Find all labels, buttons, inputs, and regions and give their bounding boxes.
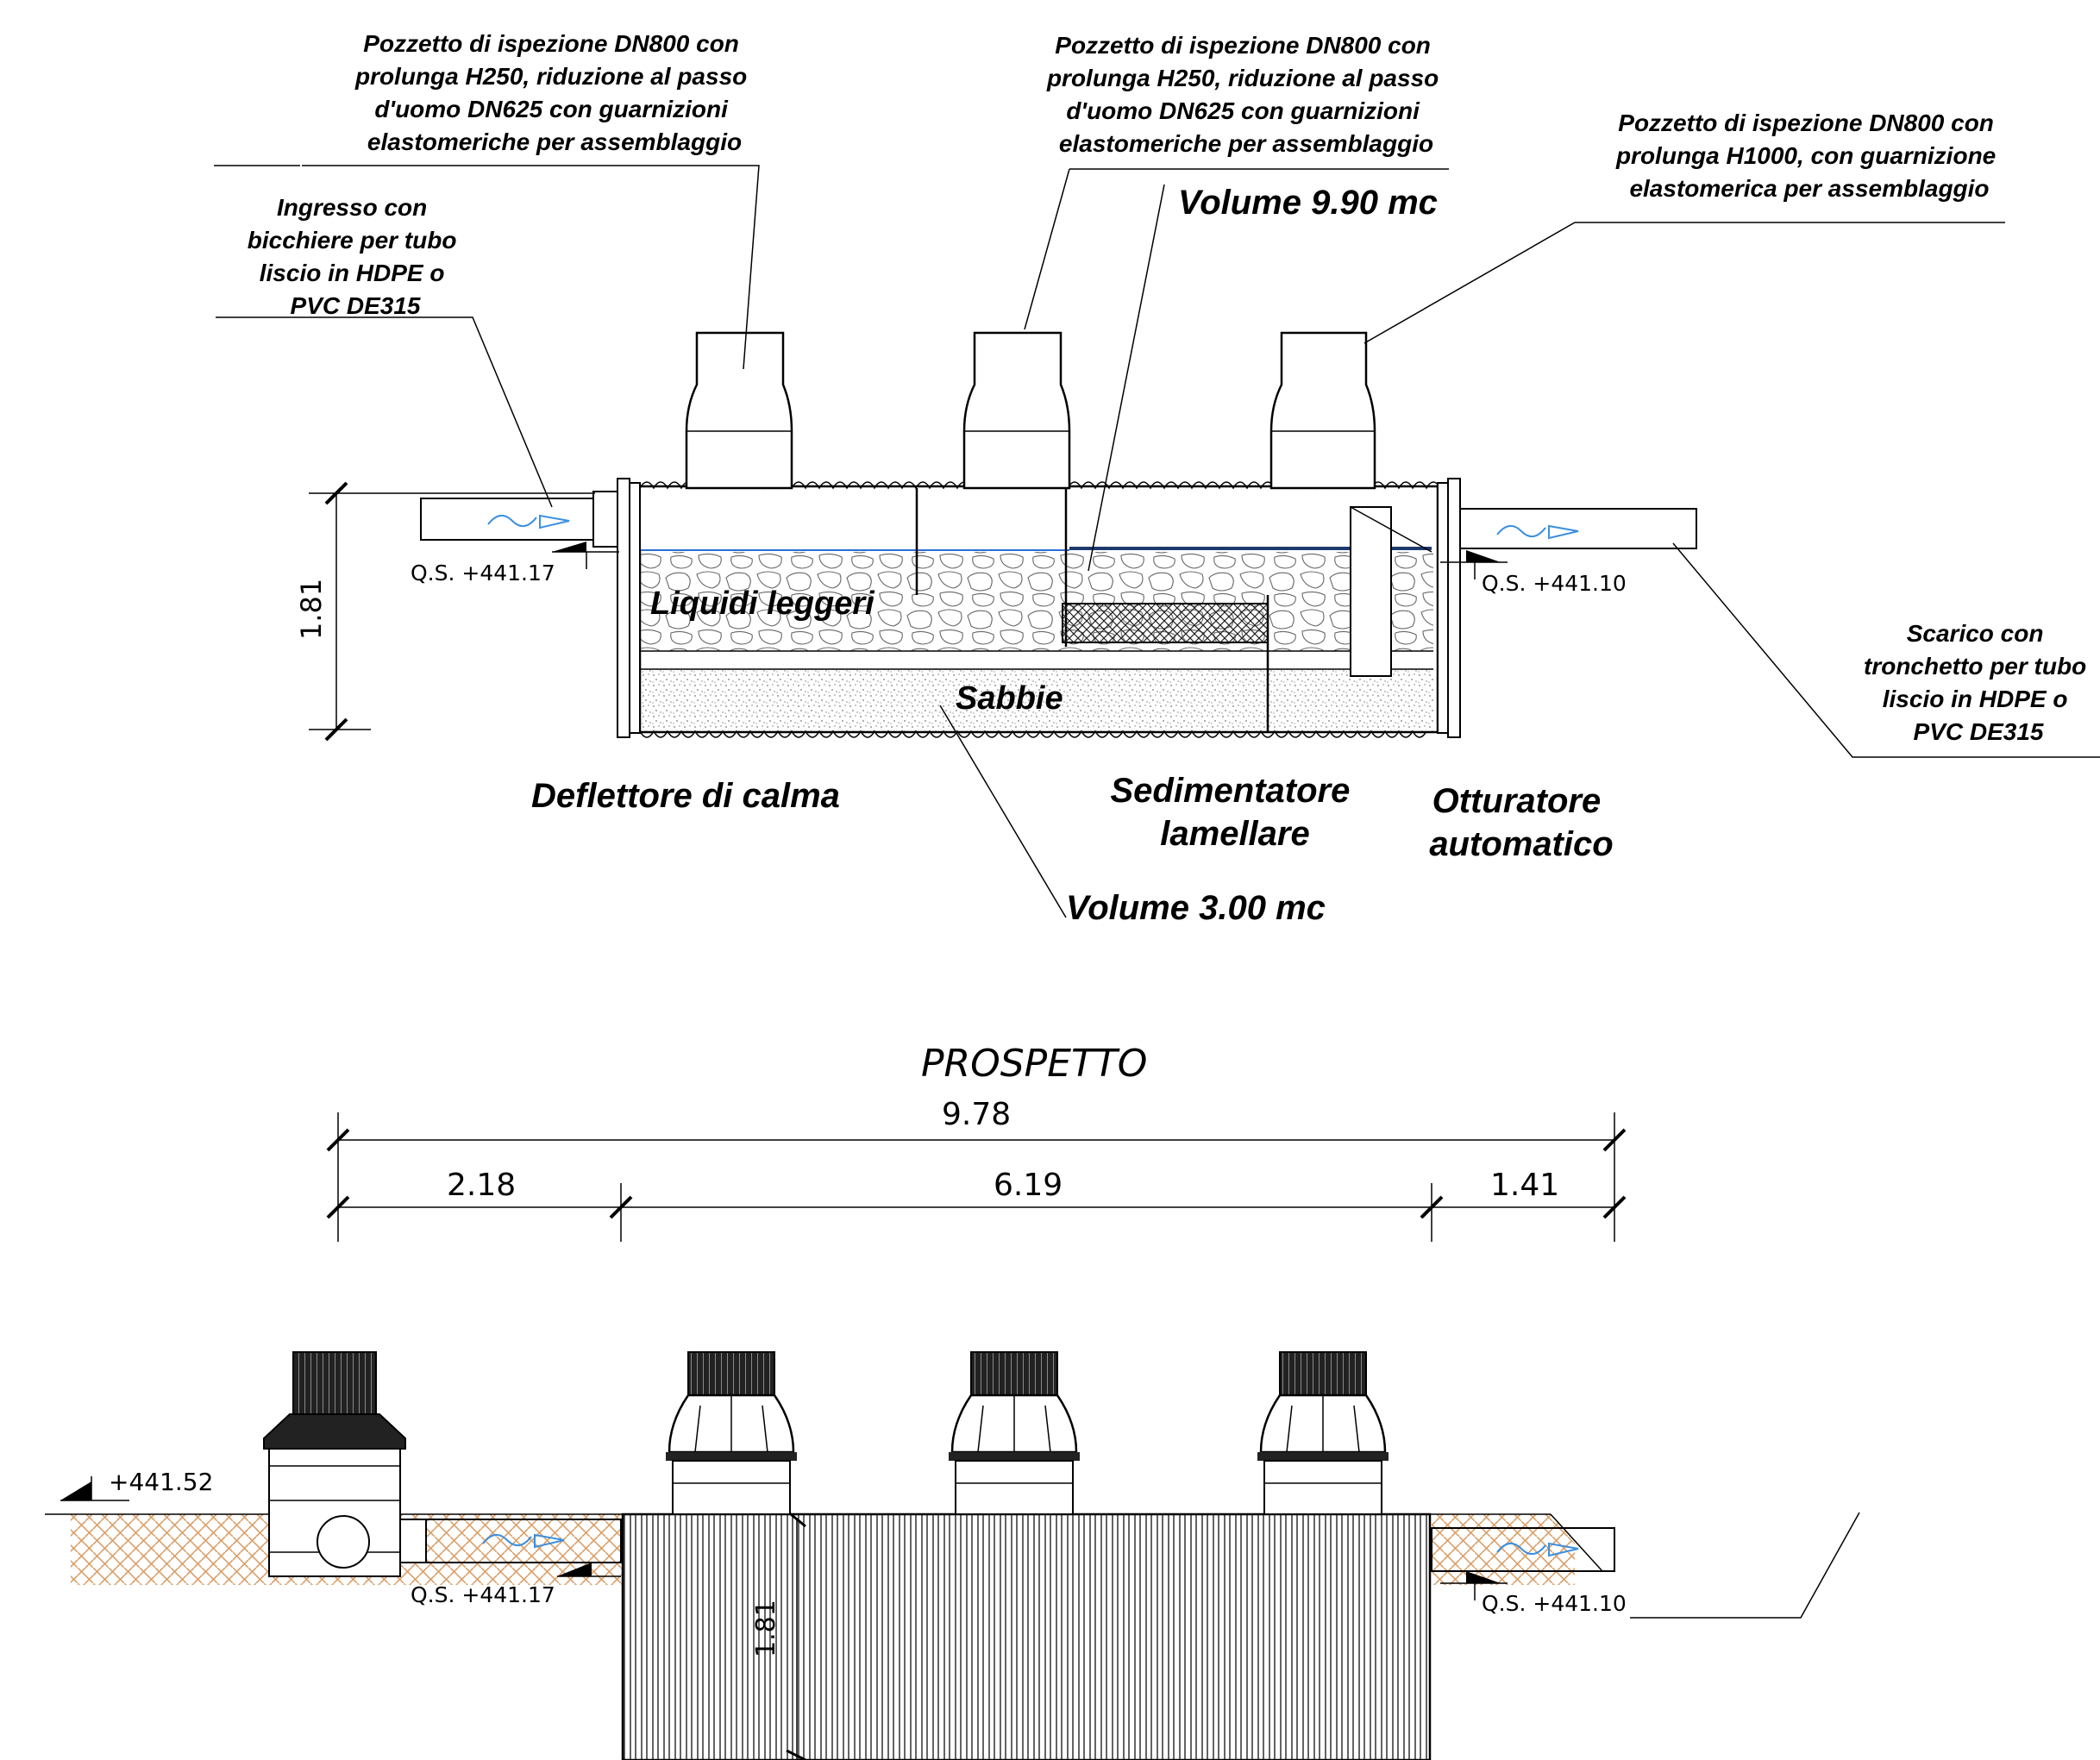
riser-3 [1269,331,1376,490]
tank-height-dimension: 1.81 [751,1600,781,1657]
tank-elevation [621,1509,1432,1760]
shutter-label: Otturatore automatico [1429,782,1613,863]
sediment-label: Sedimentatore lamellare [1111,772,1360,853]
riser-2 [962,331,1071,490]
flow-arrow-icon [482,1533,565,1549]
flow-arrow-icon [1496,524,1579,540]
riser-elevation-1 [666,1351,797,1515]
tank-section [617,478,1461,738]
qs-outlet-elevation-label: Q.S. +441.10 [1482,1591,1627,1616]
riser-elevation-2 [949,1351,1080,1515]
outlet-pipe [1440,508,1697,579]
inlet-pipe [420,491,619,569]
flow-arrow-icon [487,514,570,529]
qs-inlet-elevation-label: Q.S. +441.17 [411,1582,555,1607]
outlet-pipe-elevation [1431,1527,1615,1572]
height-dimension-value: 1.81 [295,579,328,640]
dimension-chain [326,1112,1627,1242]
elevation-title: PROSPETTO [921,1042,1147,1086]
riser-elevation-3 [1257,1351,1389,1515]
inlet-manhole [263,1351,427,1577]
baffle-label: Deflettore di calma [531,777,840,815]
height-dimension [309,481,595,742]
flow-arrow-icon [1496,1542,1579,1557]
inlet-label: Ingresso con bicchiere per tubo liscio i… [248,194,464,319]
dimension-part-b: 6.19 [994,1168,1063,1203]
riser-1 [685,331,793,490]
qs-outlet-label: Q.S. +441.10 [1482,571,1627,596]
dimension-part-a: 2.18 [447,1168,516,1203]
qs-inlet-label: Q.S. +441.17 [411,561,555,586]
automatic-shutter [1350,506,1392,677]
riser-3-label: Pozzetto di ispezione DN800 con prolunga… [1615,110,2003,202]
sands-label: Sabbie [956,680,1063,717]
volume-top-label: Volume 9.90 mc [1178,184,1438,222]
ground-marker [60,1476,129,1501]
dimension-part-c: 1.41 [1490,1168,1559,1203]
volume-bottom-label: Volume 3.00 mc [1066,889,1326,927]
inlet-pipe-elevation [425,1519,622,1563]
riser-2-label: Pozzetto di ispezione DN800 con prolunga… [1046,32,1445,157]
light-liquids-label: Liquidi leggeri [650,586,875,622]
ground-elevation-label: +441.52 [109,1468,213,1496]
riser-1-label: Pozzetto di ispezione DN800 con prolunga… [354,30,754,155]
outlet-label: Scarico con tronchetto per tubo liscio i… [1864,620,2093,745]
dimension-total: 9.78 [942,1097,1011,1132]
leader-lines [214,165,2100,918]
lamellar-sedimentator [1062,603,1269,643]
section-view: Q.S. +441.17 Q.S. +441.10 1.81 [214,30,2100,927]
elevation-view: PROSPETTO 9.78 2.18 6.19 1.41 [45,1042,1860,1760]
